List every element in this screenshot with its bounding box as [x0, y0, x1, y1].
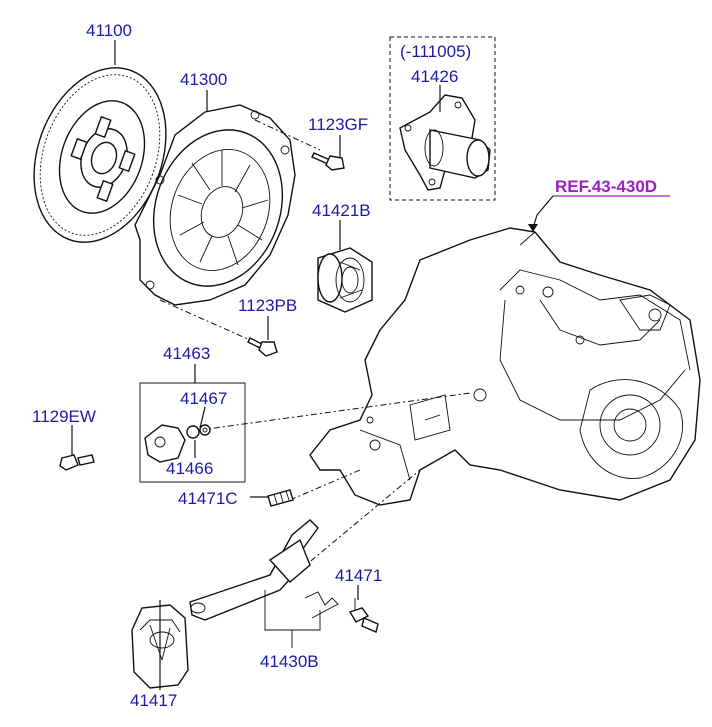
transmission-housing [309, 227, 701, 506]
stud-41471c [267, 489, 294, 507]
release-fork [189, 519, 321, 648]
release-sleeve-group [389, 36, 496, 201]
label-1123gf[interactable]: 1123GF [308, 115, 368, 134]
label-41421b[interactable]: 41421B [312, 201, 371, 220]
label-41417[interactable]: 41417 [130, 691, 177, 710]
reference-label[interactable]: REF.43-430D [555, 177, 657, 196]
label-41100[interactable]: 41100 [86, 21, 132, 40]
label-41471c[interactable]: 41471C [178, 489, 238, 508]
pressure-plate [134, 104, 296, 306]
bolt-1123gf [311, 152, 345, 171]
label-41300[interactable]: 41300 [180, 70, 227, 89]
label-41430b[interactable]: 41430B [260, 652, 319, 671]
bolt-1129ew [59, 454, 95, 471]
label-1123pb[interactable]: 1123PB [238, 296, 297, 315]
bolt-1123pb [247, 337, 278, 357]
label-41466[interactable]: 41466 [166, 459, 213, 478]
release-bearing [317, 247, 373, 313]
label-41426[interactable]: 41426 [411, 67, 458, 86]
label-1129ew[interactable]: 1129EW [32, 407, 96, 426]
label-41463[interactable]: 41463 [163, 344, 210, 363]
clip-41471 [304, 591, 379, 633]
clutch-disc [33, 67, 167, 243]
label-41467[interactable]: 41467 [180, 389, 227, 408]
fork-bracket-group [139, 382, 246, 483]
label-minus-111005: (-111005) [400, 42, 471, 61]
label-41471[interactable]: 41471 [335, 566, 382, 585]
